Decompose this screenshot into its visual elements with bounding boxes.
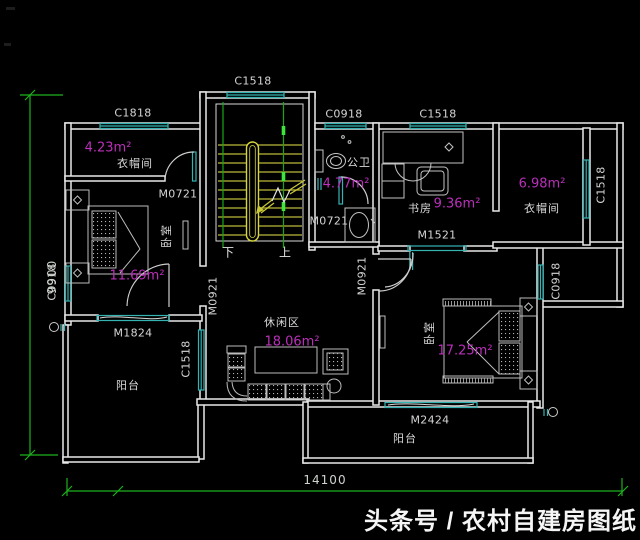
door-label-m0721-left: M0721 xyxy=(158,187,198,201)
dimension-lines xyxy=(20,89,629,497)
corner-marks xyxy=(4,7,15,46)
window-label-c0918-right: C0918 xyxy=(549,262,563,300)
bed-right xyxy=(379,297,538,390)
room-label-bathroom: 公卫 xyxy=(347,156,371,169)
area-cloakroom-left: 4.23m² xyxy=(84,140,132,156)
room-label-balcony-right: 阳台 xyxy=(393,432,417,445)
window-label-c0918-top: C0918 xyxy=(325,107,363,121)
door-label-m1521: M1521 xyxy=(417,228,457,242)
watermark-banner: 头条号 / 农村自建房图纸 xyxy=(363,508,637,535)
staircase xyxy=(215,102,307,248)
room-label-bedroom-left: 卧室 xyxy=(160,224,173,248)
door-label-m0721-bath: M0721 xyxy=(309,214,349,228)
stair-up-label: 上 xyxy=(278,245,292,260)
window-label-c1518-stair: C1518 xyxy=(234,74,272,88)
study-furniture xyxy=(381,131,464,199)
column-markers xyxy=(49,322,558,417)
area-cloakroom-right: 6.98m² xyxy=(518,176,566,192)
sliding-door-waves xyxy=(99,316,475,407)
window-label-c1818: C1818 xyxy=(114,106,152,120)
stair-down-label: 下 xyxy=(221,245,235,260)
area-bathroom: 4.77m² xyxy=(322,176,370,192)
window-label-c1518-right: C1518 xyxy=(594,166,608,204)
door-sills xyxy=(60,151,549,416)
room-label-leisure: 休闲区 xyxy=(264,316,300,329)
room-label-balcony-left: 阳台 xyxy=(116,379,140,392)
dimension-horizontal: 14100 xyxy=(303,473,347,487)
bed-left xyxy=(65,189,189,284)
room-label-study: 书房 xyxy=(408,202,432,215)
bathroom-fixtures xyxy=(314,135,376,243)
room-label-cloakroom-right: 衣帽间 xyxy=(524,202,560,215)
room-label-bedroom-right: 卧室 xyxy=(423,321,436,345)
door-label-m2424: M2424 xyxy=(410,413,450,427)
door-label-m0921-right: M0921 xyxy=(355,256,369,296)
door-label-m1824: M1824 xyxy=(113,326,153,340)
area-leisure: 18.06m² xyxy=(264,334,320,350)
area-bedroom-left: 11.69m² xyxy=(109,268,165,284)
sofa-set xyxy=(226,345,349,402)
dimension-vertical: 9900 xyxy=(45,259,59,295)
window-label-c1518-study: C1518 xyxy=(419,107,457,121)
room-label-cloakroom-left: 衣帽间 xyxy=(117,157,153,170)
door-swings xyxy=(126,151,414,307)
area-bedroom-right: 17.25m² xyxy=(437,343,493,359)
area-study: 9.36m² xyxy=(433,196,481,212)
window-label-c1518-leisure: C1518 xyxy=(179,340,193,378)
door-label-m0921-left: M0921 xyxy=(206,276,220,316)
